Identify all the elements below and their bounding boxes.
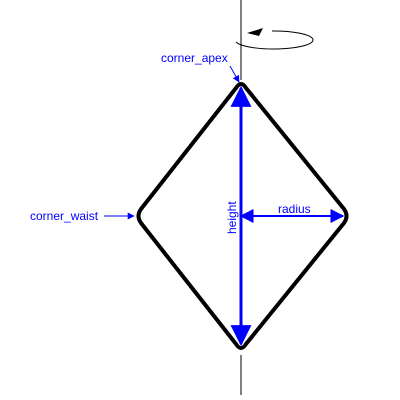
rotation-arrow-icon: [235, 28, 314, 50]
radius-label: radius: [278, 202, 311, 216]
height-label: height: [225, 201, 239, 234]
corner-waist-label: corner_waist: [30, 209, 99, 223]
corner-apex-leader: [229, 65, 240, 83]
corner-apex-label: corner_apex: [161, 51, 228, 65]
